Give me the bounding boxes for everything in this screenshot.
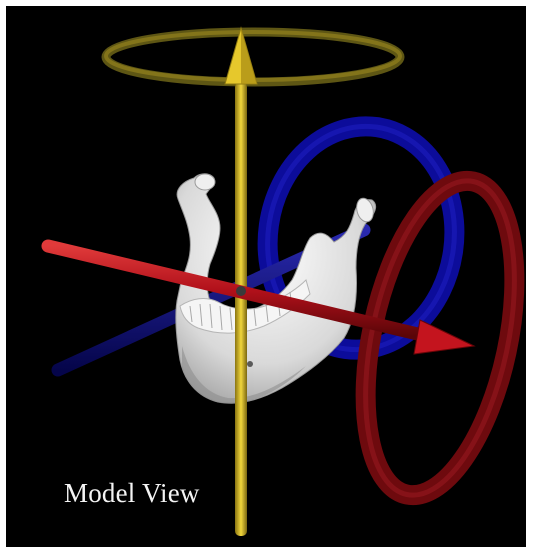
- gizmo-center-pivot[interactable]: [236, 286, 246, 296]
- view-label: Model View: [64, 478, 200, 509]
- gizmo-scene[interactable]: [6, 6, 526, 547]
- model-view-viewport[interactable]: Model View: [6, 6, 526, 547]
